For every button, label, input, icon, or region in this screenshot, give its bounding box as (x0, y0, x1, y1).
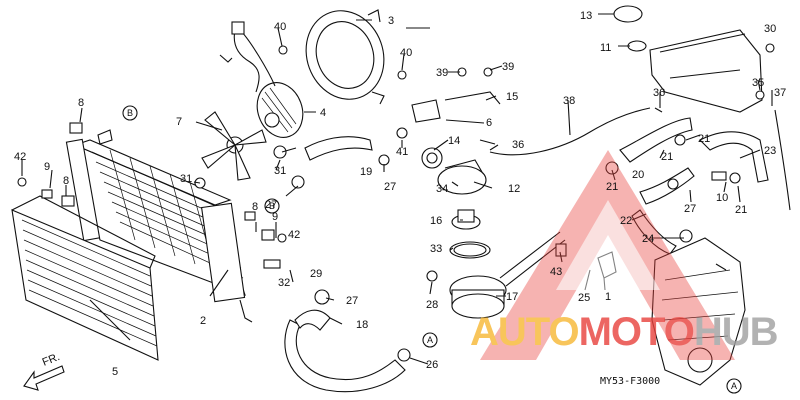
watermark-text: AUTOMOTOHUB (470, 310, 778, 354)
callout-20: 20 (632, 169, 644, 181)
callout-10: 10 (716, 192, 728, 204)
watermark-moto: MOTO (579, 310, 694, 354)
reservoir-tank (613, 5, 763, 113)
upper-hose (304, 136, 373, 161)
callout-8c: 8 (252, 201, 258, 213)
callout-36a: 36 (512, 139, 524, 151)
callout-34: 34 (436, 183, 448, 195)
callout-37: 37 (774, 87, 786, 99)
leader-lines (21, 13, 773, 365)
callout-19: 19 (360, 166, 372, 178)
callout-36b: 36 (653, 87, 665, 99)
callout-39a: 39 (436, 67, 448, 79)
front-marker-label: FR. (41, 351, 62, 369)
callout-38: 38 (563, 95, 575, 107)
callout-43: 43 (550, 266, 562, 278)
ref-marker-b-1: B (122, 105, 138, 121)
callout-26: 26 (426, 359, 438, 371)
callout-9a: 9 (44, 161, 50, 173)
callout-25: 25 (578, 292, 590, 304)
callout-22: 22 (620, 215, 632, 227)
callout-8b: 8 (63, 175, 69, 187)
callout-39b: 39 (502, 61, 514, 73)
ref-marker-b-2-label: B (269, 201, 275, 211)
watermark-auto: AUTO (470, 310, 579, 354)
callout-27d: 27 (684, 203, 696, 215)
callout-24: 24 (642, 233, 654, 245)
ref-marker-a-2-label: A (731, 381, 737, 391)
callout-6: 6 (486, 117, 492, 129)
callout-42a: 42 (14, 151, 26, 163)
callout-21d: 21 (735, 204, 747, 216)
thermostat-cover (421, 147, 487, 195)
callout-4: 4 (320, 107, 326, 119)
callout-27b: 27 (346, 295, 358, 307)
thermostat-case (449, 231, 566, 319)
fan-motor (219, 21, 304, 138)
callout-35: 35 (752, 77, 764, 89)
front-direction-arrow: FR. (23, 351, 65, 391)
callout-21a: 21 (606, 181, 618, 193)
callout-21c: 21 (698, 133, 710, 145)
callout-33: 33 (430, 243, 442, 255)
callout-27c: 27 (384, 181, 396, 193)
callouts: 1 2 3 4 5 6 7 8 8 8 9 9 10 11 12 13 14 1… (14, 10, 786, 378)
water-pump-housing (651, 237, 746, 386)
radiator-grille (11, 195, 159, 361)
callout-5: 5 (112, 366, 118, 378)
callout-14: 14 (448, 135, 460, 147)
callout-8a: 8 (78, 97, 84, 109)
callout-40b: 40 (400, 47, 412, 59)
callout-27a: 27 (265, 199, 277, 211)
callout-2: 2 (200, 315, 206, 327)
callout-29: 29 (310, 268, 322, 280)
callout-32: 32 (278, 277, 290, 289)
fan-shroud (305, 9, 385, 105)
diagram-code: MY53-F3000 (600, 376, 660, 387)
watermark-logo: AUTOMOTOHUB (470, 150, 779, 360)
callout-41: 41 (396, 146, 408, 158)
callout-21b: 21 (661, 151, 673, 163)
thermostat (451, 209, 481, 230)
ref-marker-a-2: A (726, 378, 742, 394)
callout-30: 30 (764, 23, 776, 35)
watermark-hub: HUB (694, 310, 778, 354)
ref-marker-a-1-label: A (427, 335, 433, 345)
callout-23: 23 (764, 145, 776, 157)
reservoir-tubes (489, 107, 791, 211)
callout-42b: 42 (288, 229, 300, 241)
callout-9b: 9 (272, 211, 278, 223)
fan-blade (201, 111, 267, 181)
callout-15: 15 (506, 91, 518, 103)
ref-marker-b-1-label: B (127, 108, 133, 118)
callout-28: 28 (426, 299, 438, 311)
fasteners (17, 43, 775, 362)
callout-7: 7 (176, 116, 182, 128)
callout-3: 3 (388, 15, 394, 27)
callout-31a: 31 (180, 173, 192, 185)
callout-18: 18 (356, 319, 368, 331)
callout-40a: 40 (274, 21, 286, 33)
o-ring (449, 241, 491, 259)
lower-hose (284, 309, 406, 393)
callout-31b: 31 (274, 165, 286, 177)
callout-12: 12 (508, 183, 520, 195)
callout-11: 11 (600, 42, 611, 54)
callout-16: 16 (430, 215, 442, 227)
callout-17: 17 (506, 291, 518, 303)
ref-marker-a-1: A (422, 332, 438, 348)
callout-13: 13 (580, 10, 592, 22)
radiator-core (65, 129, 253, 323)
ref-marker-b-2: B (264, 198, 280, 214)
callout-1: 1 (605, 291, 611, 303)
